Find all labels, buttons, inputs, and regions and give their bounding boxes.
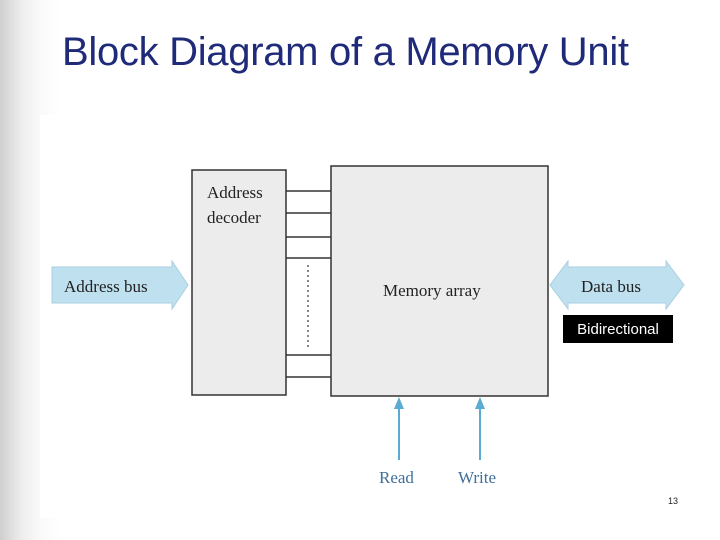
memory-array-label: Memory array [383,281,481,300]
address-decoder-label-line2: decoder [207,208,261,227]
data-bus-label: Data bus [581,277,641,296]
address-bus-label: Address bus [64,277,148,296]
data-bus-arrow [549,259,685,311]
slide-title: Block Diagram of a Memory Unit [62,30,629,74]
address-decoder-label-line1: Address [207,183,263,202]
word-lines [286,190,331,378]
write-label: Write [458,468,496,487]
address-decoder-block [191,169,287,396]
read-label: Read [379,468,414,487]
memory-array-block [330,165,549,397]
read-arrowhead [394,397,404,409]
page-number: 13 [667,496,678,506]
block-diagram: Address bus Address decoder Memory array… [51,165,685,487]
write-arrowhead [475,397,485,409]
memory-unit-figure: Address bus Address decoder Memory array… [40,115,689,518]
bidirectional-tag: Bidirectional [562,314,674,344]
address-bus-arrow [51,259,189,311]
slide-left-stripe [0,0,40,540]
